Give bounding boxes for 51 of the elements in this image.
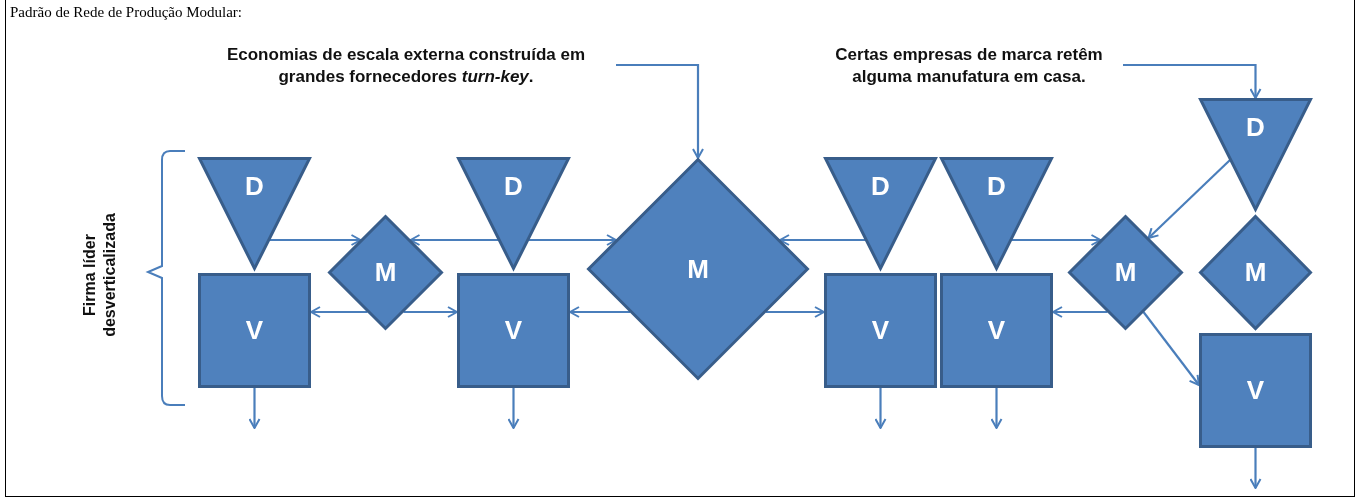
node-letter: V (245, 315, 264, 346)
arrow (1011, 234, 1102, 246)
node-letter: D (504, 171, 523, 202)
arrow (990, 388, 1003, 429)
node-letter: M (1114, 257, 1137, 288)
arrow (616, 63, 704, 159)
triangle-node (457, 157, 570, 270)
node-letter: D (871, 171, 890, 202)
diamond-node (587, 158, 809, 380)
square-node (1199, 333, 1312, 448)
diamond-node (328, 215, 443, 330)
square-node (940, 273, 1053, 388)
arrow (569, 306, 630, 318)
node-letter: M (1244, 257, 1267, 288)
node-letter: D (1246, 112, 1265, 143)
triangle-node (198, 157, 311, 270)
triangle-node (1199, 98, 1312, 211)
diamond-node (1068, 215, 1183, 330)
arrow (248, 388, 261, 429)
arrow (779, 234, 866, 246)
arrow (1052, 306, 1108, 318)
square-node (198, 273, 311, 388)
arrow (1147, 159, 1231, 239)
arrow (1249, 448, 1262, 489)
side-label: Firma líder desverticalizada (80, 212, 119, 339)
arrow (766, 306, 825, 318)
square-node (824, 273, 937, 388)
arrow (507, 388, 520, 429)
annotation-text: Certas empresas de marca retêm alguma manufatura em casa. (834, 44, 1104, 88)
arrow (403, 306, 458, 318)
annotation-text: Economias de escala externa construída em grandes fornecedores turn-key. (225, 44, 587, 88)
square-node (457, 273, 570, 388)
node-letter: V (504, 315, 523, 346)
arrow (310, 306, 368, 318)
arrow (409, 234, 499, 246)
diamond-node (1199, 215, 1312, 330)
arrow (1123, 63, 1262, 99)
arrow (1142, 311, 1200, 386)
node-letter: D (987, 171, 1006, 202)
node-letter: M (687, 253, 709, 285)
node-letter: D (245, 171, 264, 202)
node-letter: M (374, 257, 397, 288)
triangle-node (940, 157, 1053, 270)
diagram-title: Padrão de Rede de Produção Modular: (10, 4, 243, 21)
triangle-node (824, 157, 937, 270)
node-letter: V (871, 315, 890, 346)
node-letter: V (1246, 375, 1265, 406)
node-letter: V (987, 315, 1006, 346)
arrow (874, 388, 887, 429)
arrow (269, 234, 362, 246)
arrow (528, 234, 617, 246)
